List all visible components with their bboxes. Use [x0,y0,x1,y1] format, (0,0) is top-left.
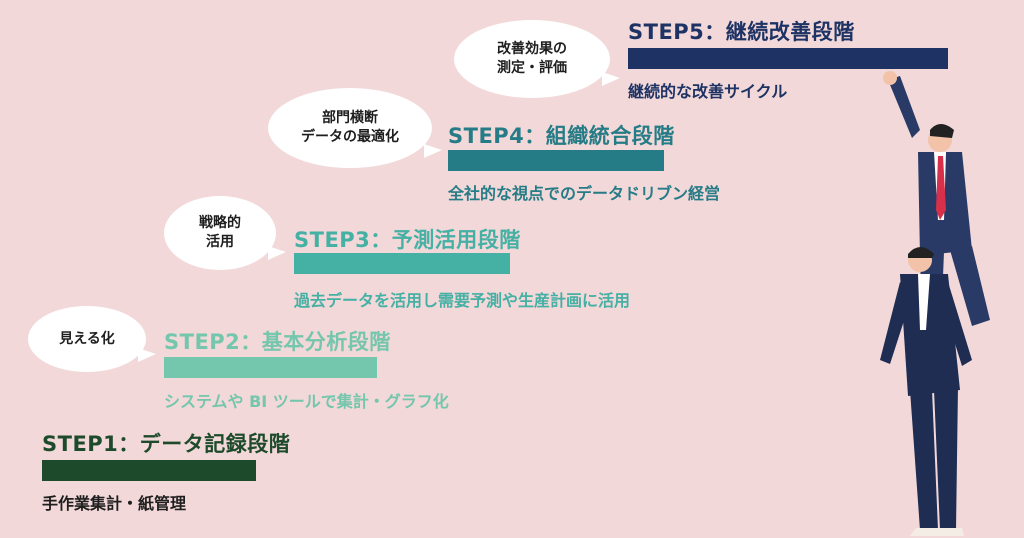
step4-bubble-line2: データの最適化 [301,129,399,145]
step1-desc: 手作業集計・紙管理 [42,494,187,513]
step3-bubble-line2: 活用 [206,234,234,250]
step2-title: STEP2：基本分析段階 [164,330,391,354]
step1-title: STEP1：データ記録段階 [42,432,291,456]
step3-desc: 過去データを活用し需要予測や生産計画に活用 [294,291,631,310]
step4-title: STEP4：組織統合段階 [448,124,675,148]
step3-bar [294,253,510,274]
step4-bubble: 部門横断 データの最適化 [268,88,442,168]
step4-desc: 全社的な視点でのデータドリブン経営 [448,184,721,203]
business-people-illustration [880,71,990,536]
step5-bubble: 改善効果の 測定・評価 [454,20,620,98]
step3-bubble: 戦略的 活用 [164,196,286,270]
step5-desc: 継続的な改善サイクル [628,82,788,101]
step2-bar [164,357,377,378]
step3-bubble-line1: 戦略的 [199,215,241,232]
step2-desc: システムや BI ツールで集計・グラフ化 [164,392,449,411]
step2-bubble-line1: 見える化 [59,330,115,347]
step5-title: STEP5：継続改善段階 [628,20,855,44]
step5-bubble-line2: 測定・評価 [497,60,567,76]
step5-bubble-line1: 改善効果の [497,41,567,58]
step4-bubble-line1: 部門横断 [322,110,378,127]
step3-title: STEP3：予測活用段階 [294,228,521,252]
step5-bar [628,48,948,69]
step1-bar [42,460,256,481]
step4-bar [448,150,664,171]
step2-bubble: 見える化 [28,306,156,372]
